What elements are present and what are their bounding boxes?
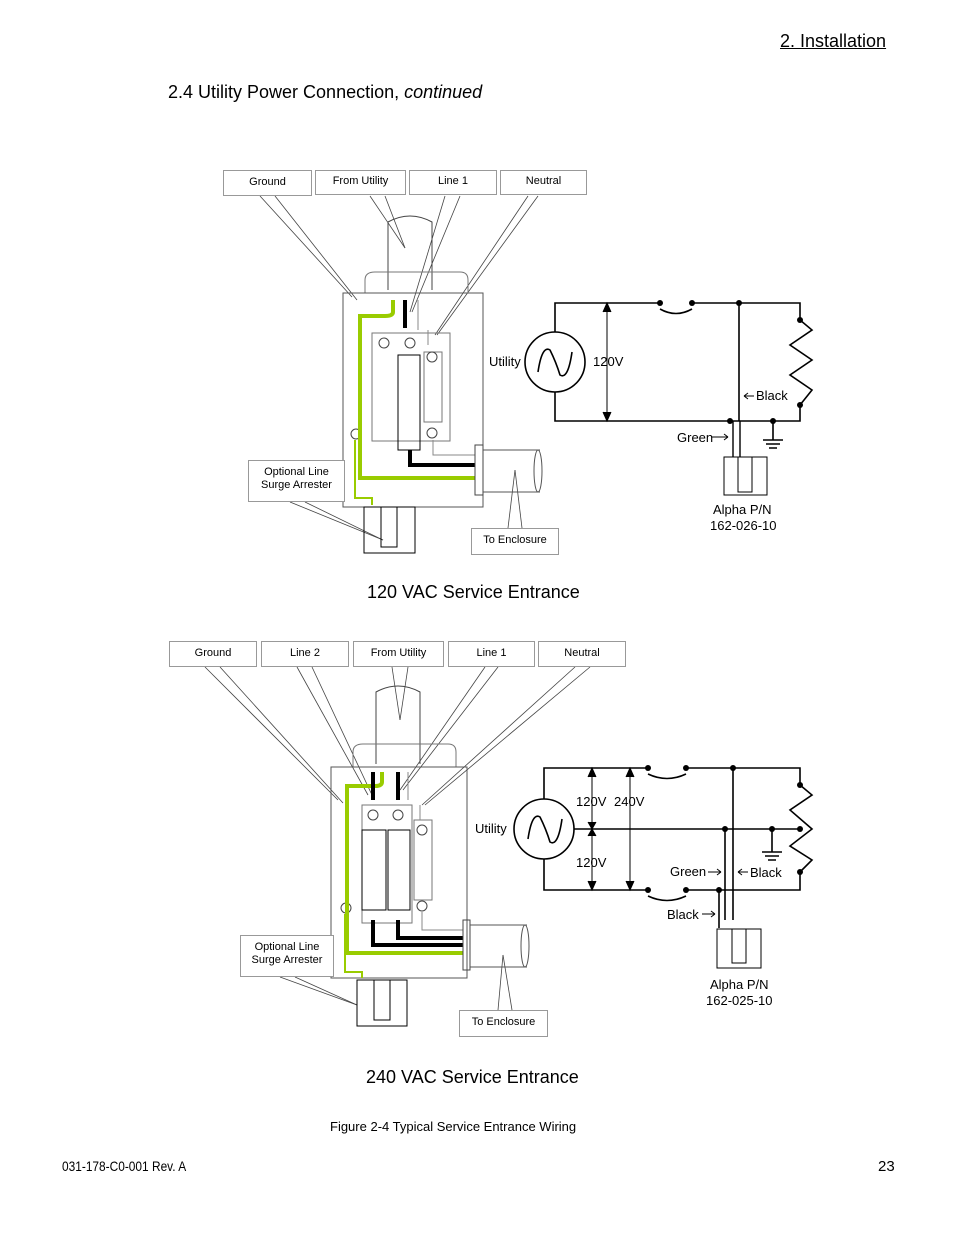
figure-caption: Figure 2-4 Typical Service Entrance Wiri… — [330, 1119, 577, 1134]
label-surge-arrester: Optional Line Surge Arrester — [248, 460, 345, 502]
part-label: Alpha P/N — [713, 502, 772, 517]
label-from-utility: From Utility — [353, 641, 444, 667]
figure-title-240: 240 VAC Service Entrance — [366, 1067, 579, 1087]
schematic-240 — [513, 765, 814, 969]
figure-title-120: 120 VAC Service Entrance — [367, 582, 580, 602]
voltage-label-lower: 120V — [576, 855, 607, 870]
document-number: 031-178-C0-001 Rev. A — [62, 1158, 187, 1174]
part-label: Alpha P/N — [710, 977, 769, 992]
black-wire-label: Black — [750, 865, 782, 880]
part-number: 162-026-10 — [710, 518, 777, 533]
section-heading: 2.4 Utility Power Connection, continued — [168, 82, 482, 103]
label-surge-arrester: Optional Line Surge Arrester — [240, 935, 334, 977]
utility-label: Utility — [489, 354, 521, 369]
label-from-utility: From Utility — [315, 170, 406, 195]
black-wire-label-2: Black — [667, 907, 699, 922]
page-number: 23 — [878, 1158, 895, 1175]
label-neutral: Neutral — [500, 170, 587, 195]
label-to-enclosure: To Enclosure — [471, 528, 559, 555]
label-ground: Ground — [223, 170, 312, 196]
chapter-heading: 2. Installation — [780, 31, 887, 51]
voltage-label: 120V — [593, 354, 624, 369]
voltage-label-total: 240V — [614, 794, 645, 809]
label-neutral: Neutral — [538, 641, 626, 667]
black-wire-label: Black — [756, 388, 788, 403]
green-wire-label: Green — [677, 430, 714, 445]
label-ground: Ground — [169, 641, 257, 667]
label-line-2: Line 2 — [261, 641, 349, 667]
section-title: 2.4 Utility Power Connection, — [168, 82, 405, 102]
section-continued: continued — [404, 82, 483, 102]
schematic-120 — [524, 300, 814, 496]
panel-240-drawing — [204, 666, 591, 1027]
green-wire-label: Green — [670, 864, 707, 879]
voltage-label-upper: 120V — [576, 794, 607, 809]
label-to-enclosure: To Enclosure — [459, 1010, 548, 1037]
part-number: 162-025-10 — [706, 993, 773, 1008]
label-line-1: Line 1 — [409, 170, 497, 195]
utility-label: Utility — [475, 821, 507, 836]
label-line-1: Line 1 — [448, 641, 535, 667]
panel-120-drawing — [259, 195, 543, 554]
